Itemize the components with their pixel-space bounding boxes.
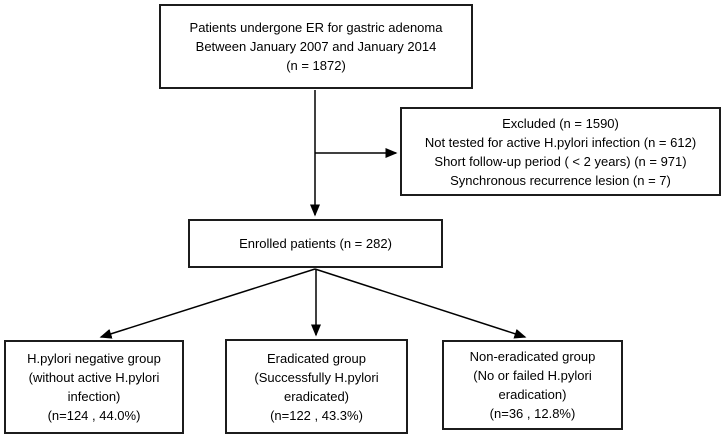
arrow-enrolled-to-non-eradicated bbox=[314, 268, 527, 339]
node-text-line: Eradicated group bbox=[266, 350, 366, 366]
node-text-line: Not tested for active H.pylori infection… bbox=[424, 134, 697, 150]
node-enrolled-patients: Enrolled patients (n = 282) bbox=[188, 219, 443, 268]
node-text-line: H.pylori negative group bbox=[27, 351, 161, 366]
node-text-line: (n = 1872) bbox=[286, 58, 346, 73]
node-source-patients: Patients undergone ER for gastric adenom… bbox=[159, 4, 473, 89]
node-text-line: (Successfully H.pylori bbox=[254, 369, 379, 385]
node-eradicated-group: Eradicated group (Successfully H.pylori … bbox=[225, 339, 408, 434]
node-text-line: Excluded (n = 1590) bbox=[502, 115, 619, 131]
node-text-line: Enrolled patients (n = 282) bbox=[239, 236, 392, 251]
node-non-eradicated-group: Non-eradicated group (No or failed H.pyl… bbox=[442, 340, 623, 430]
node-text-line: Synchronous recurrence lesion (n = 7) bbox=[450, 172, 671, 188]
node-text-line: (No or failed H.pylori bbox=[473, 368, 592, 383]
node-text-line: (n=122 , 43.3%) bbox=[270, 407, 363, 423]
node-excluded-patients: Excluded (n = 1590) Not tested for activ… bbox=[400, 107, 721, 196]
node-hp-negative-group: H.pylori negative group (without active … bbox=[4, 340, 184, 434]
node-text-line: Between January 2007 and January 2014 bbox=[195, 39, 437, 54]
node-text-line: (n=36 , 12.8%) bbox=[489, 406, 576, 421]
node-text-line: (n=124 , 44.0%) bbox=[47, 408, 141, 423]
node-text-line: Non-eradicated group bbox=[469, 349, 596, 364]
node-text-line: Patients undergone ER for gastric adenom… bbox=[189, 20, 443, 35]
node-text-line: eradication) bbox=[498, 387, 567, 402]
arrow-enrolled-to-hp-negative bbox=[99, 268, 316, 339]
node-text-line: (without active H.pylori bbox=[28, 370, 160, 385]
node-text-line: Short follow-up period ( < 2 years) (n =… bbox=[434, 153, 687, 169]
node-text-line: infection) bbox=[67, 389, 121, 404]
node-text-line: eradicated) bbox=[283, 388, 350, 404]
